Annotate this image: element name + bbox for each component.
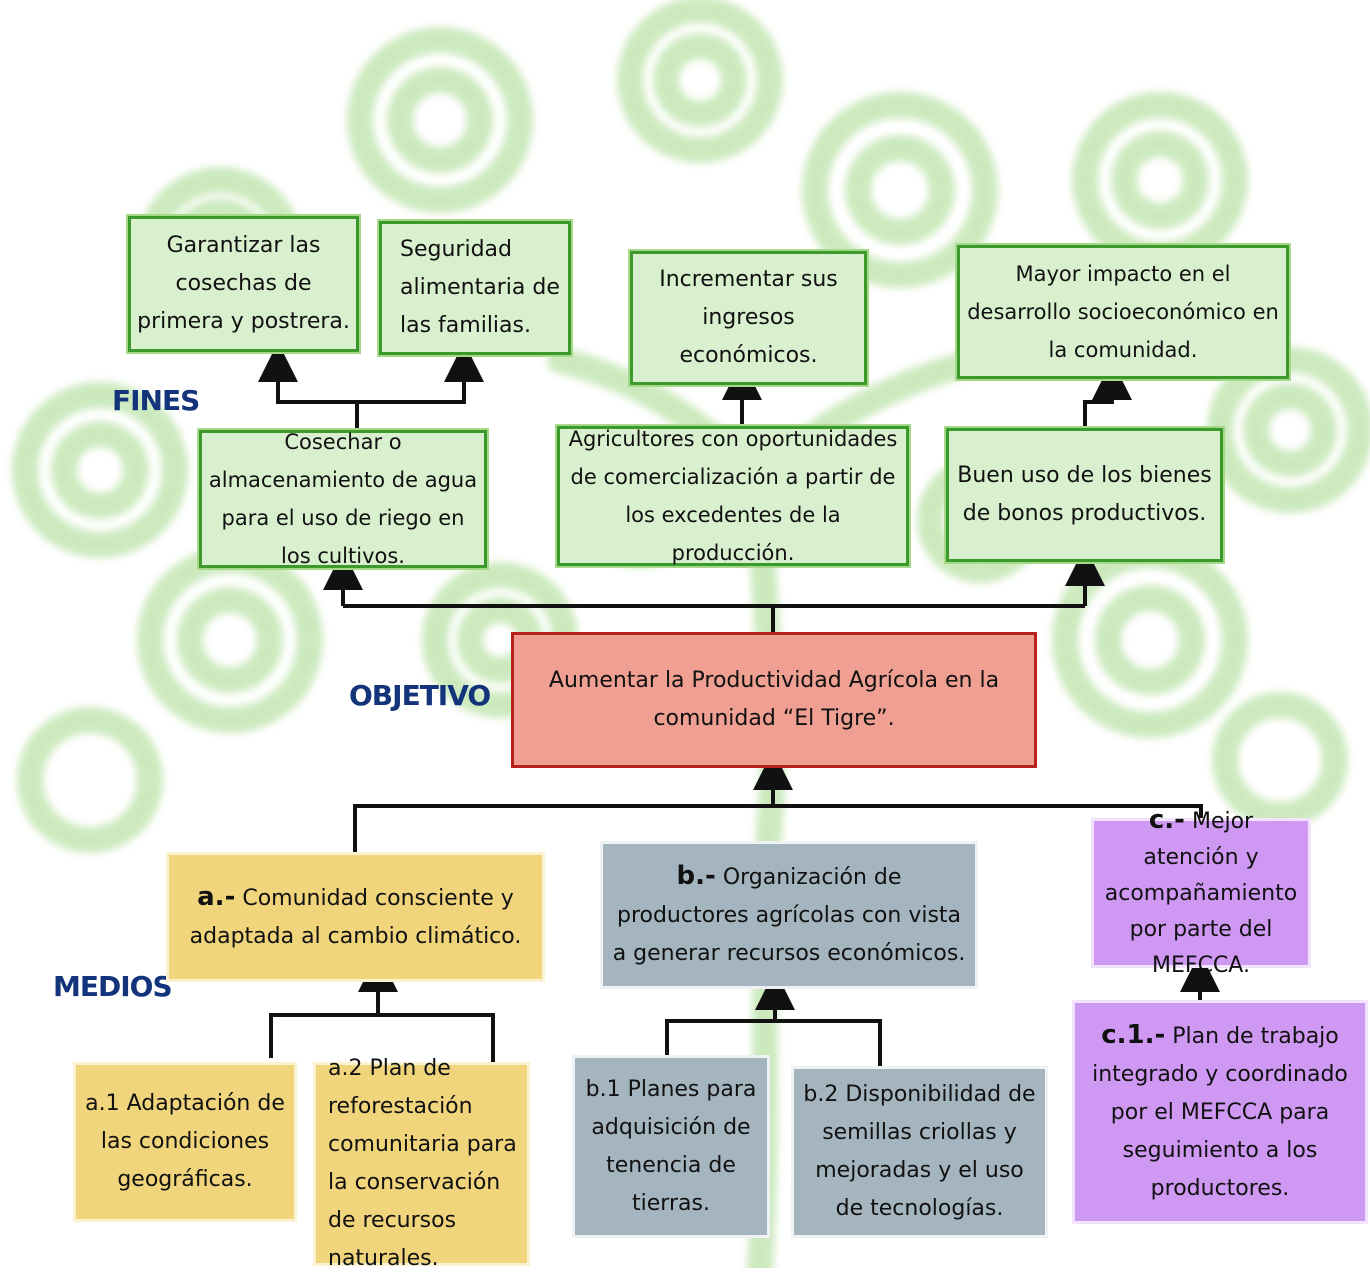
sub-medio-a2: a.2 Plan de reforestación comunitaria pa… [313, 1056, 530, 1271]
sub-medio-c1-text: c.1.- Plan de trabajo integrado y coordi… [1081, 1016, 1359, 1208]
medio-b: b.- Organización de productores agrícola… [600, 841, 978, 989]
medio-a: a.- Comunidad consciente y adaptada al c… [166, 852, 545, 982]
sub-medio-a1: a.1 Adaptación de las condiciones geográ… [73, 1062, 297, 1222]
medio-c-text: c.- Mejor atención y acompañamiento por … [1100, 802, 1302, 984]
fin-top-4-text: Mayor impacto en el desarrollo socioecon… [967, 262, 1279, 362]
fin-mid-3: Buen uso de los bienes de bonos producti… [946, 428, 1223, 562]
sub-medio-c1: c.1.- Plan de trabajo integrado y coordi… [1072, 1000, 1368, 1224]
fin-mid-3-text: Buen uso de los bienes de bonos producti… [957, 463, 1212, 526]
medio-a-body: Comunidad consciente y adaptada al cambi… [189, 886, 522, 949]
objetivo-label: OBJETIVO [349, 679, 491, 712]
sub-medio-a1-text: a.1 Adaptación de las condiciones geográ… [85, 1091, 285, 1192]
medio-a-prefix: a.- [197, 882, 236, 912]
medio-c-prefix: c.- [1148, 805, 1185, 835]
medio-a-text: a.- Comunidad consciente y adaptada al c… [175, 878, 536, 956]
medio-c-body: Mejor atención y acompañamiento por part… [1104, 809, 1298, 978]
sub-medio-c1-body: Plan de trabajo integrado y coordinado p… [1092, 1024, 1348, 1201]
fin-top-3: Incrementar sus ingresos económicos. [630, 251, 867, 385]
sub-medio-b2: b.2 Disponibilidad de semillas criollas … [791, 1066, 1048, 1238]
fin-top-3-text: Incrementar sus ingresos económicos. [659, 267, 838, 368]
fin-top-2: Seguridad alimentaria de las familias. [379, 221, 571, 355]
sub-medio-b1-text: b.1 Planes para adquisición de tenencia … [585, 1076, 757, 1216]
objetivo-text: Aumentar la Productividad Agrícola en la… [548, 668, 1000, 731]
medios-label: MEDIOS [53, 970, 173, 1003]
sub-medio-b1: b.1 Planes para adquisición de tenencia … [572, 1055, 770, 1238]
medio-b-prefix: b.- [676, 861, 716, 891]
fines-label: FINES [112, 384, 200, 417]
sub-medio-c1-prefix: c.1.- [1101, 1020, 1166, 1050]
fin-mid-1-text: Cosechar o almacenamiento de agua para e… [208, 430, 478, 568]
fin-top-2-text: Seguridad alimentaria de las familias. [400, 237, 560, 338]
fin-mid-1: Cosechar o almacenamiento de agua para e… [199, 430, 487, 568]
medio-c: c.- Mejor atención y acompañamiento por … [1091, 805, 1311, 978]
fin-mid-2-text: Agricultores con oportunidades de comerc… [568, 427, 898, 565]
fin-mid-2: Agricultores con oportunidades de comerc… [557, 426, 909, 566]
medio-b-body: Organización de productores agrícolas co… [612, 865, 966, 966]
fin-top-1: Garantizar las cosechas de primera y pos… [128, 216, 359, 352]
fin-top-1-text: Garantizar las cosechas de primera y pos… [137, 233, 350, 334]
fin-top-4: Mayor impacto en el desarrollo socioecon… [957, 245, 1289, 379]
sub-medio-a2-text: a.2 Plan de reforestación comunitaria pa… [328, 1056, 517, 1271]
sub-medio-b2-text: b.2 Disponibilidad de semillas criollas … [803, 1082, 1036, 1221]
medio-b-text: b.- Organización de productores agrícola… [609, 857, 969, 973]
objetivo-box: Aumentar la Productividad Agrícola en la… [511, 632, 1037, 768]
